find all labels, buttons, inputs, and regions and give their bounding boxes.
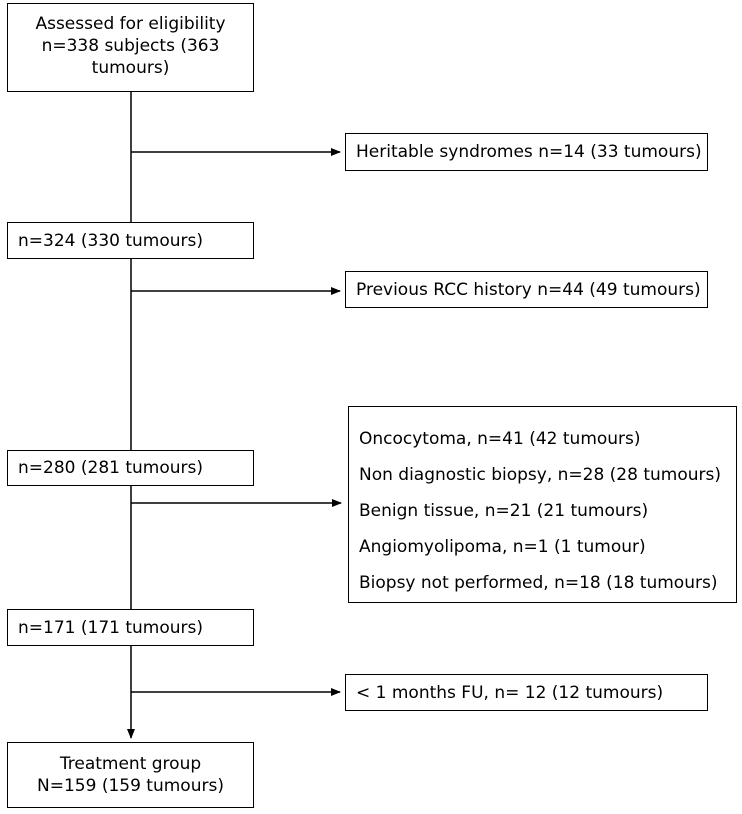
after-rcc-text: n=280 (281 tumours) bbox=[18, 458, 204, 478]
followup-exclusion-box: < 1 months FU, n= 12 (12 tumours) bbox=[345, 674, 708, 711]
assessed-line-3: tumours) bbox=[91, 58, 170, 78]
heritable-exclusion-text: Heritable syndromes n=14 (33 tumours) bbox=[356, 142, 702, 162]
biopsy-exclusion-box: Oncocytoma, n=41 (42 tumours) Non diagno… bbox=[348, 406, 737, 603]
rcc-history-exclusion-box: Previous RCC history n=44 (49 tumours) bbox=[345, 271, 708, 308]
assessed-box: Assessed for eligibility n=338 subjects … bbox=[7, 3, 254, 92]
heritable-exclusion-box: Heritable syndromes n=14 (33 tumours) bbox=[345, 133, 708, 171]
after-biopsy-text: n=171 (171 tumours) bbox=[18, 617, 204, 638]
biopsy-exclusion-item: Benign tissue, n=21 (21 tumours) bbox=[359, 501, 649, 521]
treatment-line-2: N=159 (159 tumours) bbox=[37, 776, 224, 796]
treatment-line-1: Treatment group bbox=[59, 754, 202, 774]
biopsy-exclusion-item: Non diagnostic biopsy, n=28 (28 tumours) bbox=[359, 465, 721, 485]
followup-exclusion-text: < 1 months FU, n= 12 (12 tumours) bbox=[356, 682, 664, 703]
assessed-line-2: n=338 subjects (363 bbox=[41, 36, 220, 56]
after-biopsy-box: n=171 (171 tumours) bbox=[7, 609, 254, 646]
after-rcc-box: n=280 (281 tumours) bbox=[7, 450, 254, 486]
rcc-history-exclusion-text: Previous RCC history n=44 (49 tumours) bbox=[356, 279, 701, 300]
treatment-group-box: Treatment group N=159 (159 tumours) bbox=[7, 742, 254, 808]
after-heritable-text: n=324 (330 tumours) bbox=[18, 230, 204, 251]
after-heritable-box: n=324 (330 tumours) bbox=[7, 222, 254, 259]
biopsy-exclusion-item: Oncocytoma, n=41 (42 tumours) bbox=[359, 429, 641, 449]
assessed-line-1: Assessed for eligibility bbox=[35, 14, 226, 34]
biopsy-exclusion-item: Biopsy not performed, n=18 (18 tumours) bbox=[359, 573, 718, 593]
biopsy-exclusion-item: Angiomyolipoma, n=1 (1 tumour) bbox=[359, 537, 646, 557]
